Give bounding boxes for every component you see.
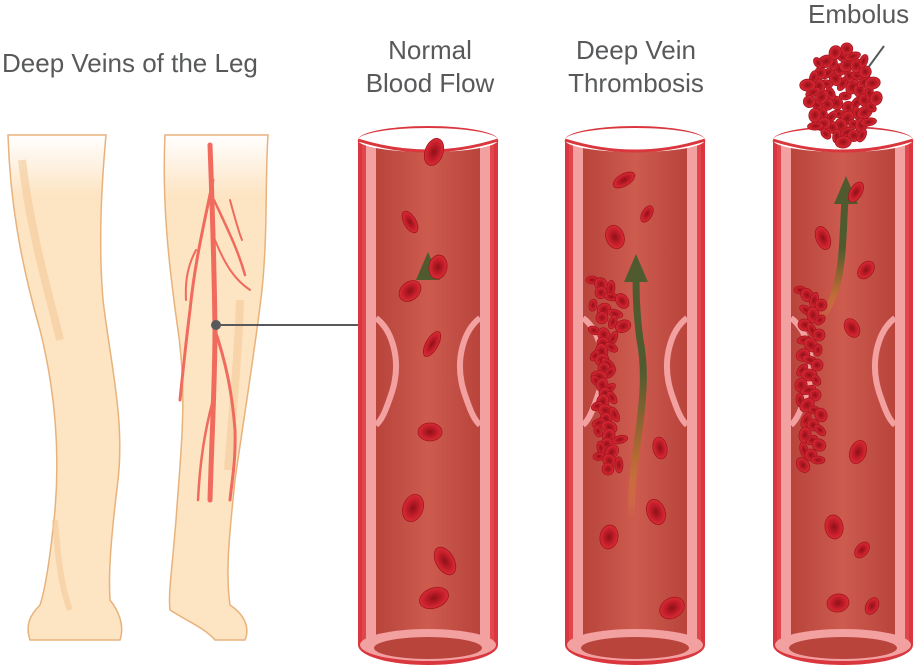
thrombus-cell — [614, 319, 632, 333]
embolus-cell — [863, 76, 881, 90]
blood-cell — [599, 524, 619, 550]
left-leg — [7, 134, 123, 641]
thrombus-cell — [814, 314, 826, 326]
thrombus-cell — [614, 456, 624, 474]
embolus-cell — [799, 78, 817, 92]
embolus-cell — [858, 54, 869, 69]
blood-cell — [433, 546, 457, 576]
embolus-cell — [807, 121, 824, 131]
blood-cell — [848, 181, 864, 203]
thrombus-cell — [814, 407, 828, 423]
embolus-label: Embolus — [808, 0, 910, 29]
embolus-cell — [856, 128, 868, 143]
thrombus-cell — [812, 328, 826, 342]
dvt-title-line1: Deep Vein — [576, 35, 696, 65]
thrombus-cell — [810, 374, 822, 386]
thrombus-cell — [811, 438, 827, 452]
thrombus-cell — [593, 424, 603, 438]
blood-cell — [843, 318, 861, 338]
vessel-dvt — [564, 126, 706, 665]
blood-cell — [398, 280, 422, 302]
normal-flow-title-line2: Blood Flow — [365, 68, 495, 98]
blood-cell — [428, 254, 448, 280]
thrombus-cell — [604, 341, 619, 353]
dvt-title-line2: Thrombosis — [568, 68, 704, 98]
embolus-cell — [813, 57, 824, 69]
blood-cell — [401, 210, 419, 234]
vein-pointer — [211, 320, 362, 330]
embolus-cell — [820, 128, 832, 140]
embolus-cell — [828, 45, 842, 60]
thrombus-cell — [595, 311, 609, 325]
blood-cell — [659, 596, 685, 620]
blood-cell — [417, 422, 443, 442]
blood-cell — [652, 436, 668, 460]
blood-cell — [826, 593, 850, 613]
blood-cell — [402, 494, 424, 522]
thrombus-cell — [813, 423, 827, 437]
blood-cell — [423, 138, 445, 166]
thrombus-cell — [601, 462, 615, 476]
thrombus-cell — [810, 358, 824, 372]
blood-cell — [612, 171, 636, 189]
blood-cell — [640, 205, 654, 223]
embolus-cell — [869, 91, 883, 106]
thrombus-cell — [813, 343, 823, 357]
legs-title: Deep Veins of the Leg — [2, 48, 258, 78]
leg-veins — [178, 142, 251, 503]
blood-cell — [864, 597, 880, 615]
blood-cell — [419, 586, 449, 610]
blood-cell — [824, 514, 844, 540]
blood-cell — [857, 260, 875, 280]
blood-cell — [849, 439, 867, 465]
blood-cells — [398, 42, 883, 620]
dvt-title: Deep Vein Thrombosis — [546, 34, 726, 100]
embolus-cell — [802, 95, 816, 109]
thrombus-cell — [795, 457, 811, 473]
vessel-normal — [357, 126, 499, 665]
embolus-cell — [840, 42, 854, 56]
normal-flow-title: Normal Blood Flow — [340, 34, 520, 100]
blood-cell — [605, 224, 625, 250]
embolus-cell — [834, 135, 852, 149]
normal-flow-title-line1: Normal — [388, 35, 472, 65]
blood-cell — [854, 541, 870, 559]
embolus-cell — [860, 117, 877, 127]
thrombus-cell — [615, 293, 630, 309]
blood-cell — [422, 331, 442, 357]
thrombus-cell — [588, 298, 598, 312]
embolus-cell — [838, 91, 852, 101]
thrombus-cell — [810, 455, 826, 465]
blood-cell — [814, 226, 832, 250]
blood-cell — [646, 499, 666, 525]
thrombus-cell — [814, 298, 828, 312]
